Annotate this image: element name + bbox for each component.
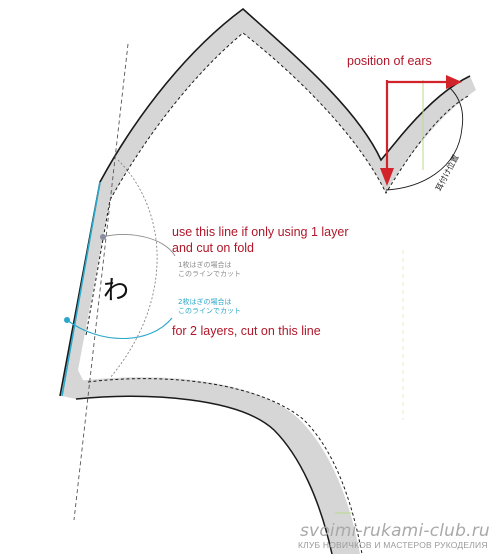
- fold-guide-line: [73, 43, 129, 521]
- label-single-layer-line2: and cut on fold: [172, 241, 255, 255]
- pointer-dot-grey: [100, 234, 106, 240]
- fold-symbol: わ: [103, 276, 130, 306]
- arrow-ears-right-head: [446, 75, 462, 89]
- arrow-ears-down-head: [380, 168, 394, 186]
- label-jp-single-2: このラインでカット: [178, 270, 241, 278]
- pointer-double-layer: [66, 317, 173, 340]
- construction-arc-dotted: [109, 159, 158, 379]
- seam-allowance-lower: [62, 377, 360, 554]
- label-two-layers: for 2 layers, cut on this line: [172, 324, 321, 338]
- outer-outline: [59, 7, 471, 397]
- label-jp-single-1: 1枚はぎの場合は: [178, 261, 232, 269]
- label-single-layer-line1: use this line if only using 1 layer: [172, 225, 349, 239]
- stitch-line-upper: [85, 32, 469, 336]
- label-jp-double-2: このラインでカット: [178, 307, 241, 315]
- cut-line-two-layers: [61, 181, 101, 397]
- label-jp-double-1: 2枚はぎの場合は: [178, 298, 232, 306]
- watermark-tagline: КЛУБ НОВИЧКОВ И МАСТЕРОВ РУКОДЕЛИЯ: [298, 540, 488, 550]
- label-position-of-ears: position of ears: [347, 54, 432, 68]
- pointer-single-layer: [102, 234, 176, 257]
- watermark-logo: svoimi-rukami-club.ru: [300, 521, 490, 541]
- ear-position-arc: [385, 87, 464, 191]
- pointer-dot-blue: [64, 317, 70, 323]
- lower-outline: [75, 395, 333, 554]
- seam-allowance-body: [60, 9, 476, 396]
